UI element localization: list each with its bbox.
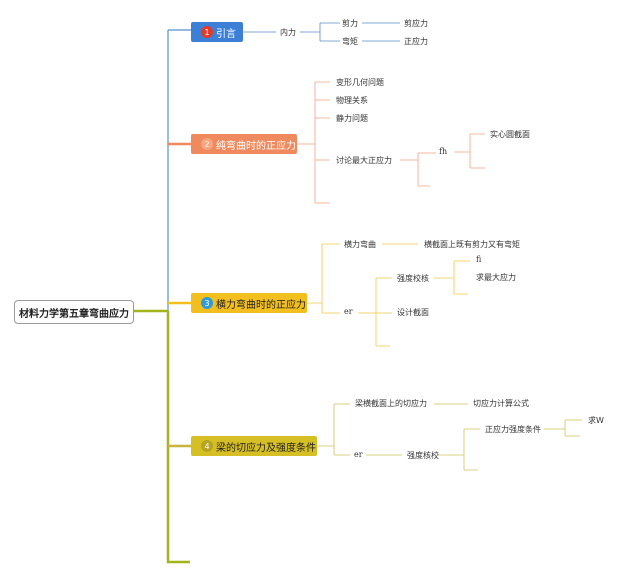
trunk-lower bbox=[166, 311, 190, 564]
node-normal-stress-condition[interactable]: 正应力强度条件 bbox=[485, 425, 541, 434]
node-physical-relation[interactable]: 物理关系 bbox=[336, 96, 368, 105]
number-badge: 3 bbox=[201, 297, 213, 309]
number-badge: 4 bbox=[201, 440, 213, 452]
node-strength-check[interactable]: 强度校核 bbox=[397, 274, 429, 283]
root-node[interactable]: 材料力学第五章弯曲应力 bbox=[14, 300, 134, 324]
node-deformation-geometry[interactable]: 变形几何问题 bbox=[336, 78, 384, 87]
branch-3-sub bbox=[307, 243, 470, 347]
topic-pure-bending[interactable]: 2 纯弯曲时的正应力 bbox=[191, 134, 297, 154]
node-er[interactable]: er bbox=[344, 307, 353, 316]
node-solid-circle[interactable]: 实心圆截面 bbox=[490, 130, 530, 139]
topic-label: 梁的切应力及强度条件 bbox=[216, 442, 316, 454]
node-max-normal-stress[interactable]: 讨论最大正应力 bbox=[336, 156, 392, 165]
number-badge: 1 bbox=[201, 26, 213, 38]
node-shear-and-moment[interactable]: 横截面上既有剪力又有弯矩 bbox=[424, 240, 520, 249]
node-design-section[interactable]: 设计截面 bbox=[397, 308, 429, 317]
topic-label: 引言 bbox=[216, 28, 236, 40]
node-transverse-bending[interactable]: 横力弯曲 bbox=[344, 240, 376, 249]
branch-2-sub bbox=[297, 81, 485, 204]
topic-intro[interactable]: 1 引言 bbox=[191, 22, 243, 42]
branch-1-sub bbox=[243, 22, 400, 42]
topic-shear-stress-strength[interactable]: 4 梁的切应力及强度条件 bbox=[191, 436, 317, 456]
node-bending-moment[interactable]: 弯矩 bbox=[342, 37, 358, 46]
node-shear-formula[interactable]: 切应力计算公式 bbox=[473, 399, 529, 408]
node-shear-stress[interactable]: 剪应力 bbox=[404, 19, 428, 28]
topic-label: 横力弯曲时的正应力 bbox=[216, 299, 306, 311]
node-fi[interactable]: fi bbox=[476, 255, 482, 264]
node-shear-force[interactable]: 剪力 bbox=[342, 19, 358, 28]
node-static-problem[interactable]: 静力问题 bbox=[336, 114, 368, 123]
node-max-stress[interactable]: 求最大应力 bbox=[476, 273, 516, 282]
number-badge: 2 bbox=[201, 138, 213, 150]
node-internal-force[interactable]: 内力 bbox=[280, 28, 296, 37]
topic-transverse-bending[interactable]: 3 横力弯曲时的正应力 bbox=[191, 293, 307, 313]
node-beam-shear-stress[interactable]: 梁横截面上的切应力 bbox=[355, 399, 427, 408]
node-strength-verify[interactable]: 强度核校 bbox=[407, 451, 439, 460]
branch-4-sub bbox=[317, 403, 582, 471]
topic-label: 纯弯曲时的正应力 bbox=[216, 140, 296, 152]
node-normal-stress[interactable]: 正应力 bbox=[404, 37, 428, 46]
node-fh[interactable]: fh bbox=[439, 147, 448, 156]
node-find-w[interactable]: 求W bbox=[588, 416, 604, 425]
node-er[interactable]: er bbox=[354, 450, 363, 459]
